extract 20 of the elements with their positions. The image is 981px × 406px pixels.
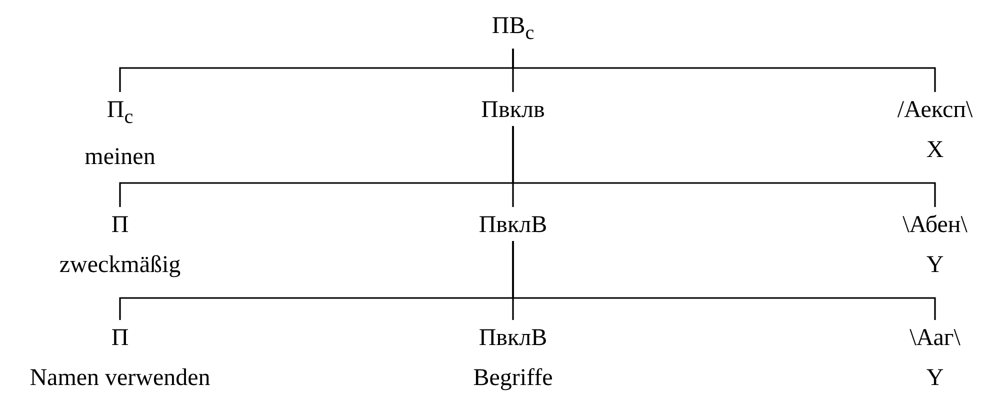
- node-gloss: Begriffe: [473, 364, 553, 393]
- node-symbol: /Аексп\: [897, 96, 973, 125]
- node-symbol: \Ааг\: [910, 324, 960, 353]
- node-gloss: Namen verwenden: [30, 364, 210, 393]
- node-symbol: ПвклВ: [478, 211, 548, 240]
- tree-branch-line: [512, 126, 936, 207]
- node-symbol: \Абен\: [902, 211, 968, 240]
- node-symbol: П: [110, 211, 130, 240]
- tree-branch-line: [512, 241, 936, 320]
- node-gloss: X: [925, 136, 945, 165]
- node-gloss: Y: [925, 364, 945, 393]
- node-symbol: П: [110, 324, 130, 353]
- node-symbol: ПвклВ: [478, 324, 548, 353]
- node-gloss: zweckmäßig: [59, 251, 181, 280]
- tree-branch-line: [512, 48, 936, 92]
- node-symbol: ПВ$_{с}$: [492, 12, 534, 46]
- node-symbol: Пвклв: [481, 96, 545, 125]
- node-gloss: meinen: [84, 142, 156, 172]
- node-symbol: П$_{с}$: [106, 96, 134, 130]
- node-gloss: Y: [925, 251, 945, 280]
